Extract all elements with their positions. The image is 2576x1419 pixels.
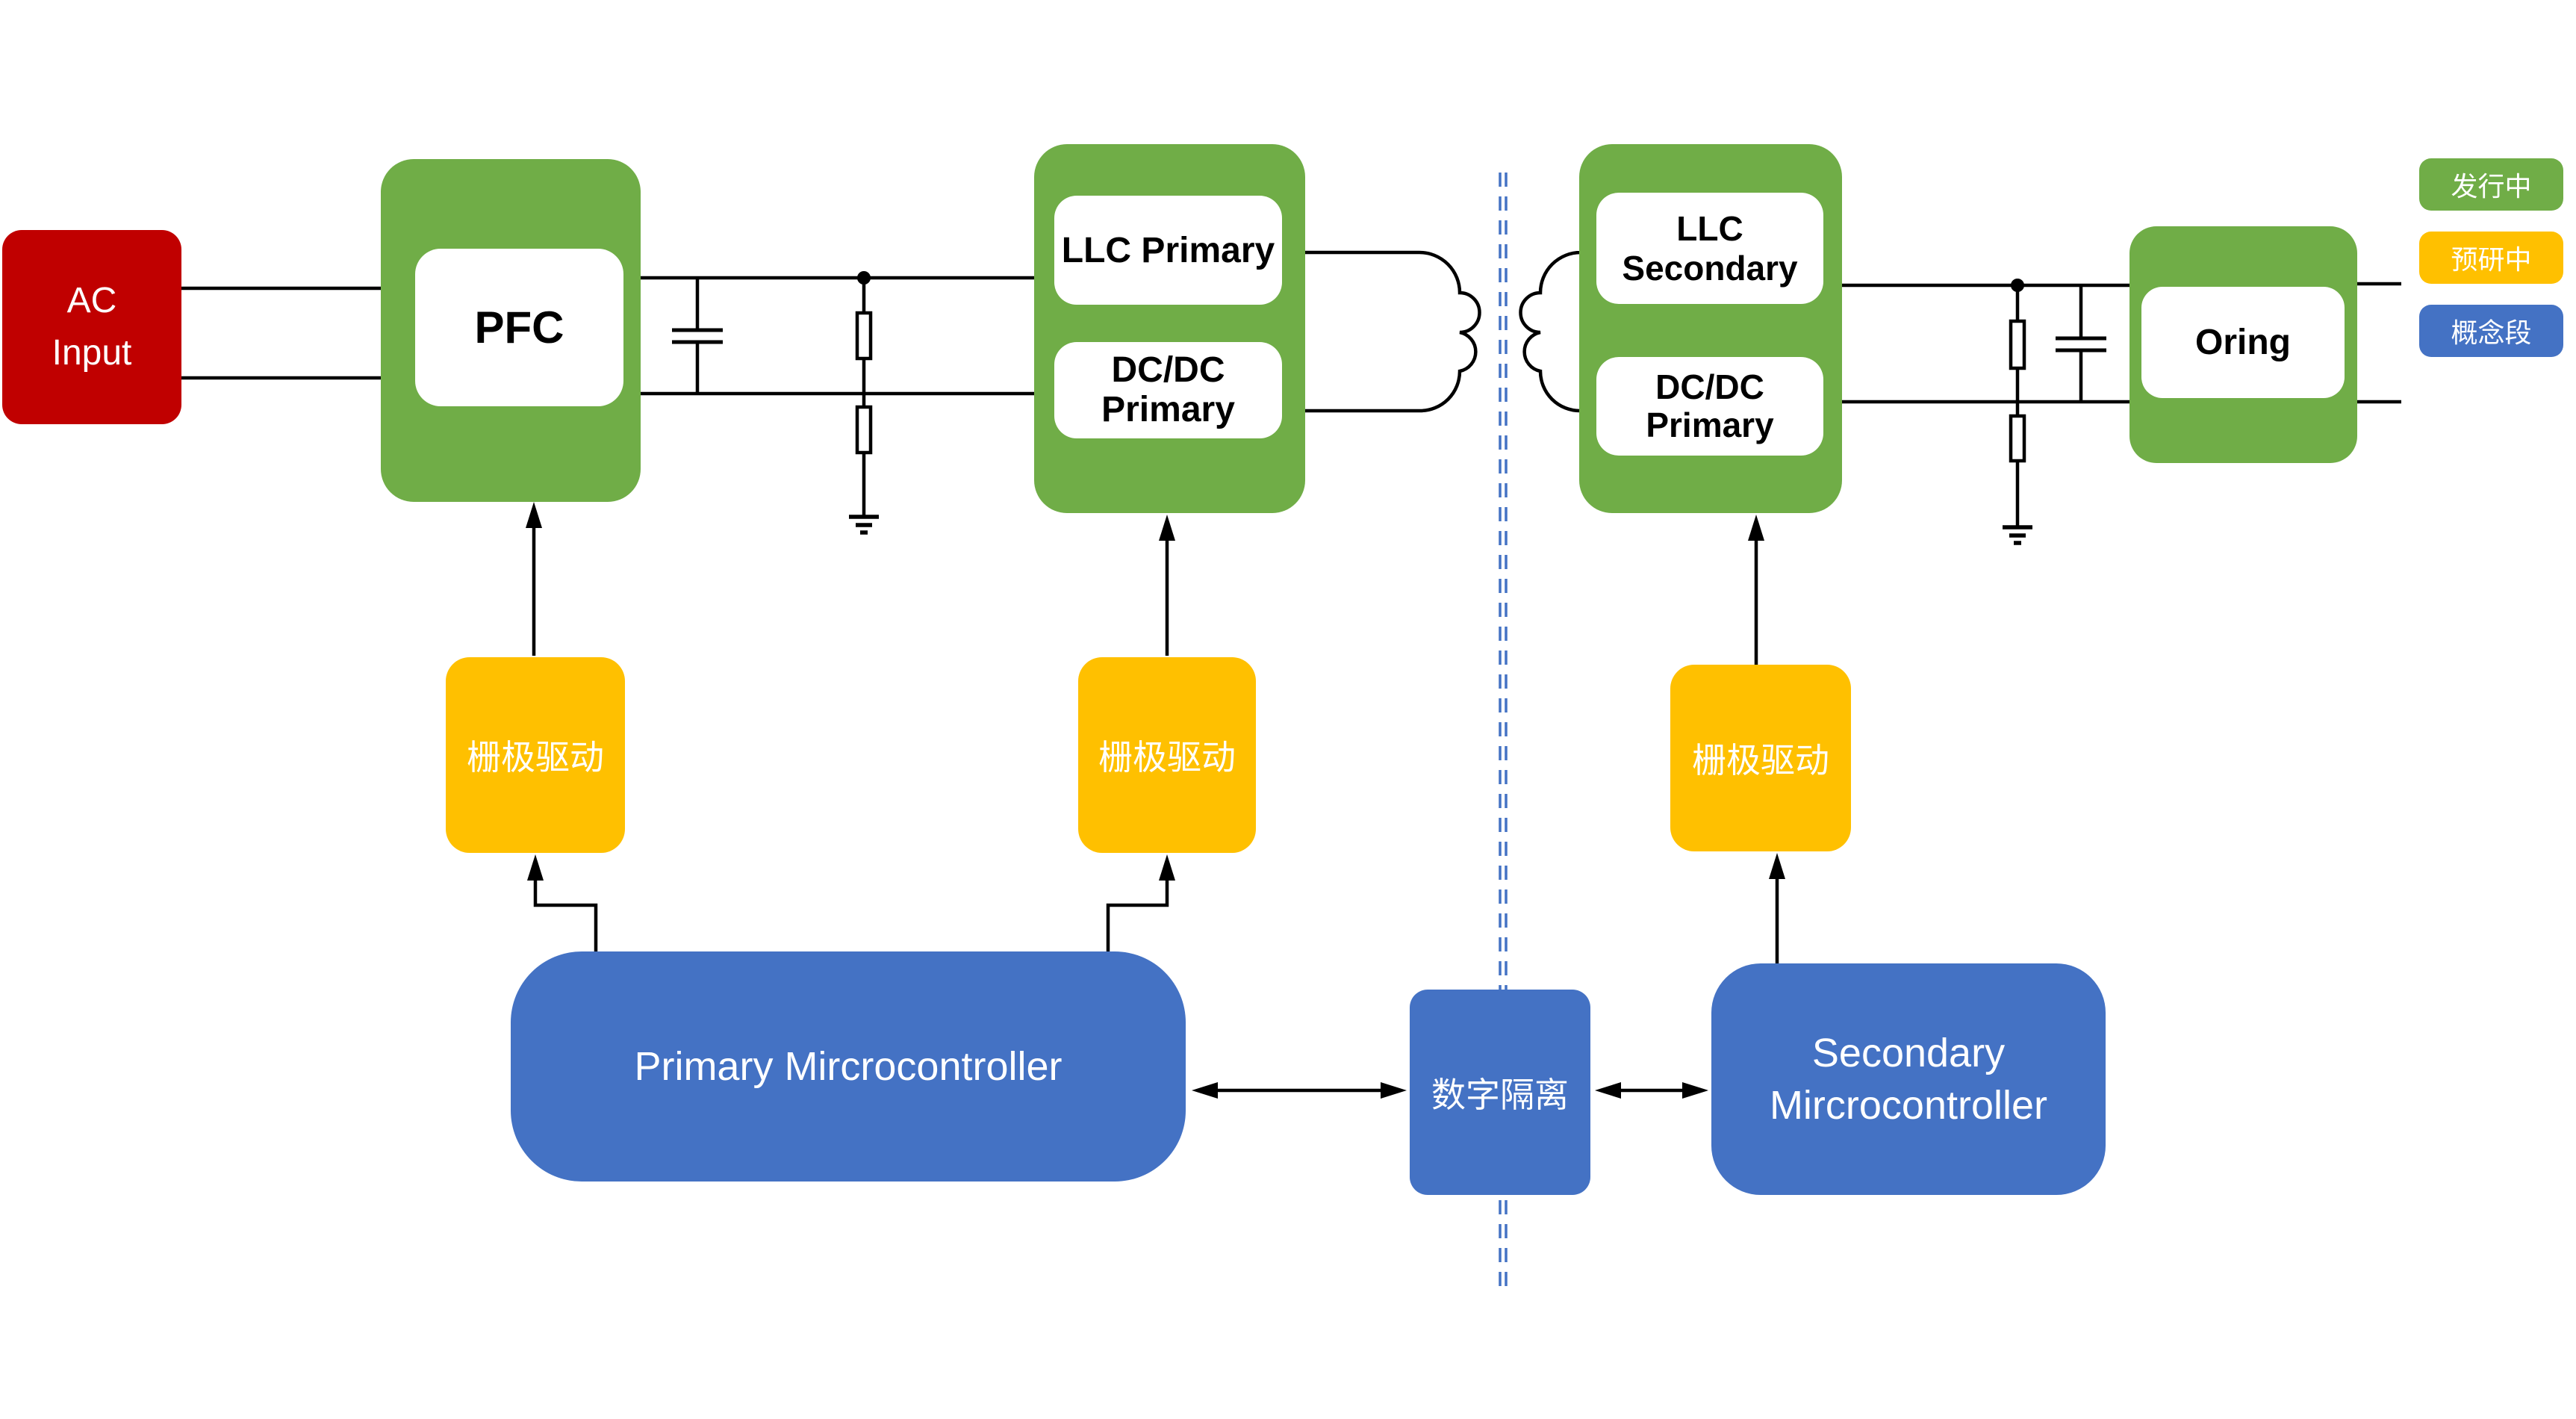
secondary-microcontroller-block: Secondary Mircrocontroller bbox=[1711, 963, 2106, 1195]
oring-label: Oring bbox=[2195, 323, 2291, 362]
arrow-mcu1-to-gd1 bbox=[533, 879, 598, 951]
dcdc-primary-right-box: DC/DC Primary bbox=[1596, 357, 1823, 456]
junction-dot-right bbox=[2011, 279, 2024, 292]
resistor-divider-left bbox=[855, 278, 873, 517]
ac-input-label-line2: Input bbox=[52, 333, 132, 373]
ac-input-label-line1: AC bbox=[66, 281, 117, 321]
dcdc-primary-left-box: DC/DC Primary bbox=[1054, 342, 1282, 438]
digital-isolation-label: 数字隔离 bbox=[1431, 1075, 1569, 1114]
primary-microcontroller-block: Primary Mircrocontroller bbox=[511, 951, 1186, 1182]
junction-dot-left bbox=[857, 271, 871, 285]
legend-released-label: 发行中 bbox=[2451, 171, 2532, 202]
isolation-barrier-dashed-line bbox=[1499, 173, 1508, 1286]
transformer-primary-coil bbox=[1305, 250, 1481, 413]
gate-drive-1-label: 栅极驱动 bbox=[467, 738, 604, 777]
dcdc-primary-left-line1: DC/DC bbox=[1111, 350, 1225, 390]
pfc-label-box: PFC bbox=[415, 249, 623, 406]
ac-input-block: AC Input bbox=[2, 230, 181, 424]
capacitor-symbol-left bbox=[672, 278, 723, 394]
transformer-secondary-coil bbox=[1519, 250, 1581, 413]
llc-secondary-line2: Secondary bbox=[1622, 248, 1798, 288]
ground-symbol-left bbox=[849, 515, 879, 535]
gate-drive-2-label: 栅极驱动 bbox=[1098, 738, 1236, 777]
arrow-mcu1-to-gd2 bbox=[1106, 879, 1169, 951]
legend-badge-concept: 概念段 bbox=[2419, 305, 2563, 357]
secondary-microcontroller-line1: Secondary bbox=[1811, 1030, 2006, 1075]
resistor-divider-right bbox=[2009, 285, 2026, 527]
legend-badge-released: 发行中 bbox=[2419, 158, 2563, 211]
dcdc-primary-right-line1: DC/DC bbox=[1655, 367, 1764, 407]
secondary-microcontroller-line2: Mircrocontroller bbox=[1769, 1083, 2048, 1128]
gate-drive-3-label: 栅极驱动 bbox=[1692, 741, 1829, 780]
arrow-heads bbox=[526, 502, 1785, 1099]
gate-drive-block-2: 栅极驱动 bbox=[1078, 657, 1256, 853]
primary-microcontroller-label: Primary Mircrocontroller bbox=[634, 1044, 1063, 1089]
oring-label-box: Oring bbox=[2141, 287, 2345, 398]
legend-preresearch-label: 预研中 bbox=[2451, 244, 2532, 275]
llc-primary-label: LLC Primary bbox=[1061, 230, 1275, 270]
capacitor-symbol-right bbox=[2056, 285, 2106, 402]
llc-secondary-box: LLC Secondary bbox=[1596, 193, 1823, 304]
llc-secondary-line1: LLC bbox=[1676, 208, 1743, 248]
llc-primary-box: LLC Primary bbox=[1054, 196, 1282, 305]
dcdc-primary-right-line2: Primary bbox=[1646, 406, 1774, 444]
gate-drive-block-1: 栅极驱动 bbox=[446, 657, 625, 853]
legend-concept-label: 概念段 bbox=[2451, 317, 2532, 348]
ground-symbol-right bbox=[2003, 525, 2032, 545]
dcdc-primary-left-line2: Primary bbox=[1101, 389, 1235, 429]
pfc-label: PFC bbox=[474, 302, 564, 353]
digital-isolation-block: 数字隔离 bbox=[1410, 990, 1590, 1195]
gate-drive-block-3: 栅极驱动 bbox=[1670, 665, 1851, 851]
legend-badge-preresearch: 预研中 bbox=[2419, 232, 2563, 284]
